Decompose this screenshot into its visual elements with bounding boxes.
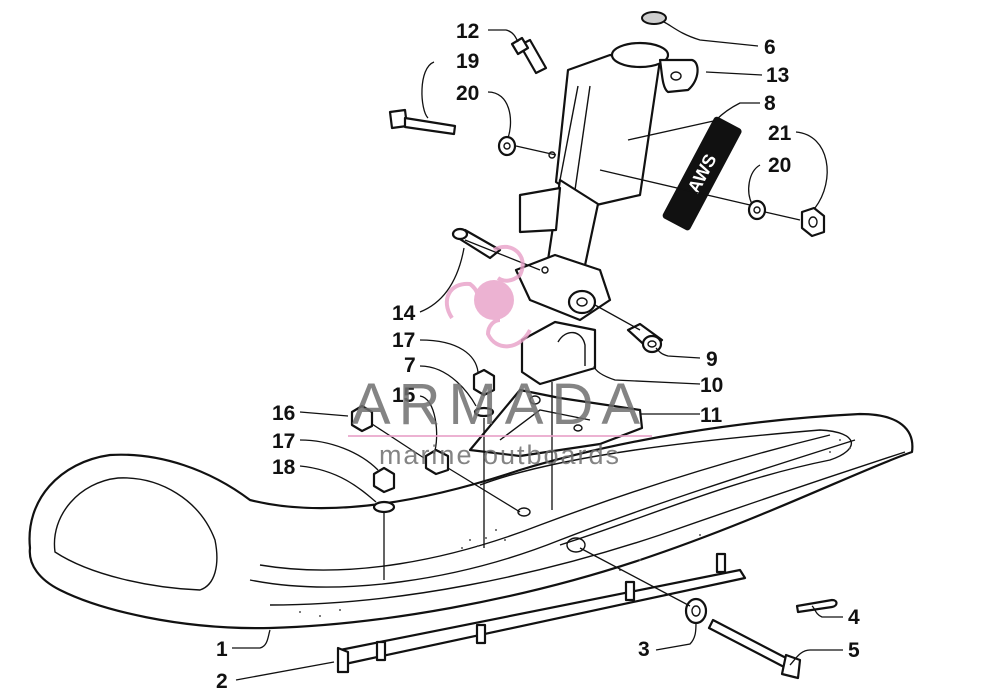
callout-12: 12 [456,20,479,43]
assembly-lines [371,145,801,607]
callout-20-right: 20 [768,154,791,177]
aws-decal: AWS [662,116,742,231]
callout-5: 5 [848,639,860,662]
cotter-pin [795,598,838,614]
callout-18: 18 [272,456,296,479]
washer-3 [684,597,708,625]
callout-15: 15 [392,384,416,407]
bushing-14 [451,227,502,260]
callout-16: 16 [272,402,295,425]
callout-10: 10 [700,374,723,397]
callout-17-lower: 17 [272,430,295,453]
nut-16 [350,404,374,433]
callout-2: 2 [216,670,228,693]
callout-leaders [232,21,843,681]
washer-18 [372,500,396,514]
watermark-brand: ARMADA [352,372,648,437]
nut-21 [800,206,826,238]
callout-3: 3 [638,638,650,661]
washer-7 [473,406,495,418]
shock-absorber [514,41,699,322]
callout-9: 9 [706,348,718,371]
watermark: ARMADA marine outboards [348,244,652,470]
callout-8: 8 [764,92,776,115]
callout-19: 19 [456,50,479,73]
saddle-bracket [468,388,644,458]
callout-6: 6 [764,36,776,59]
grease-fitting [510,36,548,75]
callout-11: 11 [700,404,723,427]
callout-13: 13 [766,64,789,87]
wear-bar-studs [375,552,727,662]
bushing-9 [626,322,664,354]
callout-17-upper: 17 [392,329,415,352]
nut-17-lower [372,466,396,494]
callout-7: 7 [404,354,416,377]
spacer-15 [424,448,450,476]
watermark-tagline: marine outboards [379,440,621,470]
washer-20-left [497,135,517,157]
callout-14: 14 [392,302,416,325]
washer-20-right [747,199,767,221]
shock-cap [641,11,667,25]
callout-4: 4 [848,606,860,629]
nut-17-upper [472,368,496,397]
watermark-logo-icon [444,244,532,349]
callout-labels: 1 2 3 4 5 6 7 8 9 10 11 12 13 14 15 16 1… [216,20,860,693]
callout-1: 1 [216,638,228,661]
callout-21: 21 [768,122,792,145]
spindle-bolt [707,618,802,680]
ski [28,412,914,630]
wear-bar [336,552,747,674]
callout-20-left: 20 [456,82,479,105]
shock-bolt [388,108,457,136]
